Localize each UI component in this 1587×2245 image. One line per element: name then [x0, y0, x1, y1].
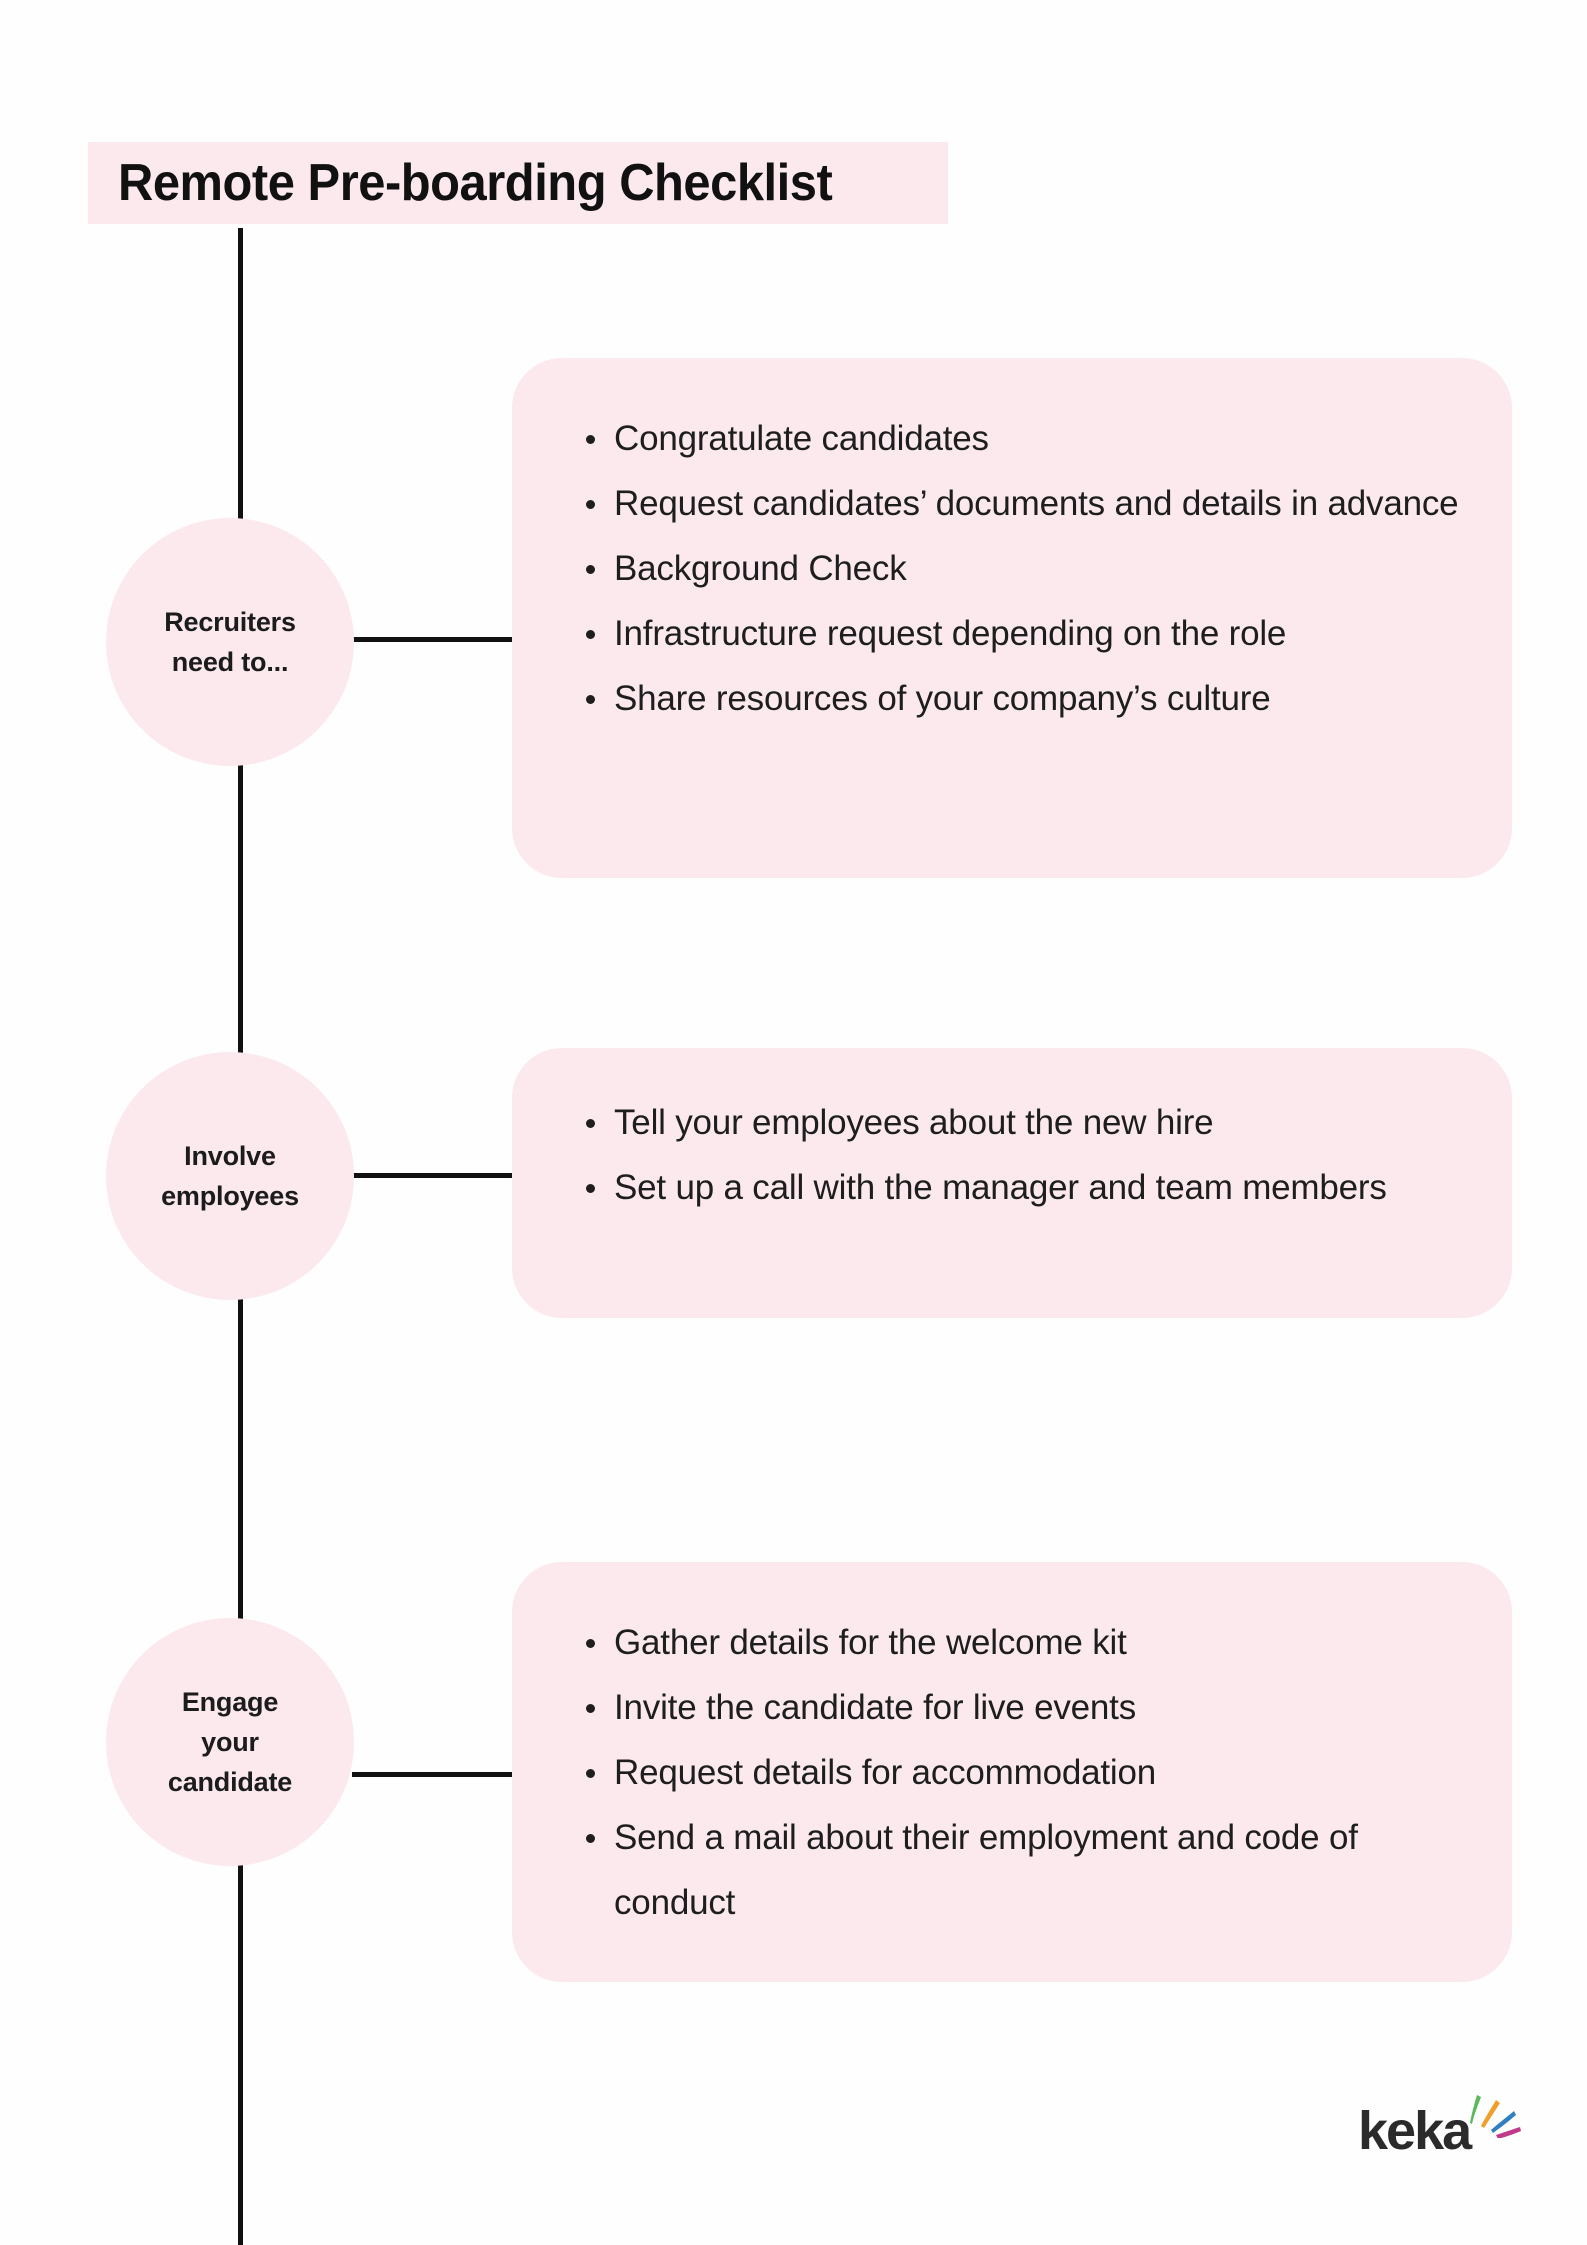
node-label-line-3: candidate — [167, 1767, 293, 1797]
node-circle-recruiters[interactable]: Recruiters need to... — [106, 518, 354, 766]
checklist-involve-employees: Tell your employees about the new hire S… — [572, 1090, 1472, 1220]
keka-fan-icon — [1470, 2095, 1521, 2138]
node-label-line-1: Involve — [184, 1141, 276, 1171]
node-label-line-2: need to... — [171, 647, 289, 677]
card-engage-candidate: Gather details for the welcome kit Invit… — [512, 1562, 1512, 1982]
node-label-line-1: Recruiters — [164, 607, 296, 637]
node-label-line-2: your — [201, 1727, 259, 1757]
keka-logo: keka — [1358, 2090, 1521, 2170]
list-item: Infrastructure request depending on the … — [572, 601, 1472, 666]
node-label-engage-candidate: Engage your candidate — [154, 1682, 306, 1802]
list-item: Tell your employees about the new hire — [572, 1090, 1472, 1155]
checklist-recruiters: Congratulate candidates Request candidat… — [572, 406, 1472, 731]
node-label-line-2: employees — [161, 1181, 299, 1211]
node-label-line-1: Engage — [181, 1687, 279, 1717]
node-circle-engage-candidate[interactable]: Engage your candidate — [106, 1618, 354, 1866]
connector-line-engage — [352, 1772, 514, 1777]
checklist-engage-candidate: Gather details for the welcome kit Invit… — [572, 1610, 1472, 1935]
node-label-involve-employees: Involve employees — [147, 1136, 313, 1216]
list-item: Request candidates’ documents and detail… — [572, 471, 1472, 536]
card-involve-employees: Tell your employees about the new hire S… — [512, 1048, 1512, 1318]
list-item: Congratulate candidates — [572, 406, 1472, 471]
list-item: Set up a call with the manager and team … — [572, 1155, 1472, 1220]
list-item: Gather details for the welcome kit — [572, 1610, 1472, 1675]
page-title: Remote Pre-boarding Checklist — [118, 154, 833, 212]
flow-spine-segment-bottom — [238, 1858, 243, 2245]
list-item: Background Check — [572, 536, 1472, 601]
keka-wordmark: keka — [1358, 2101, 1472, 2161]
card-recruiters: Congratulate candidates Request candidat… — [512, 358, 1512, 878]
connector-line-involve — [352, 1173, 514, 1178]
flow-spine-segment-top — [238, 228, 243, 520]
list-item: Share resources of your company’s cultur… — [572, 666, 1472, 731]
list-item: Send a mail about their employment and c… — [572, 1805, 1472, 1935]
node-label-recruiters: Recruiters need to... — [150, 602, 310, 682]
flow-spine-segment-1 — [238, 718, 243, 1063]
list-item: Invite the candidate for live events — [572, 1675, 1472, 1740]
node-circle-involve-employees[interactable]: Involve employees — [106, 1052, 354, 1300]
connector-line-recruiters — [352, 637, 514, 642]
list-item: Request details for accommodation — [572, 1740, 1472, 1805]
title-highlight-band — [88, 142, 948, 224]
flow-spine-segment-2 — [238, 1288, 243, 1688]
